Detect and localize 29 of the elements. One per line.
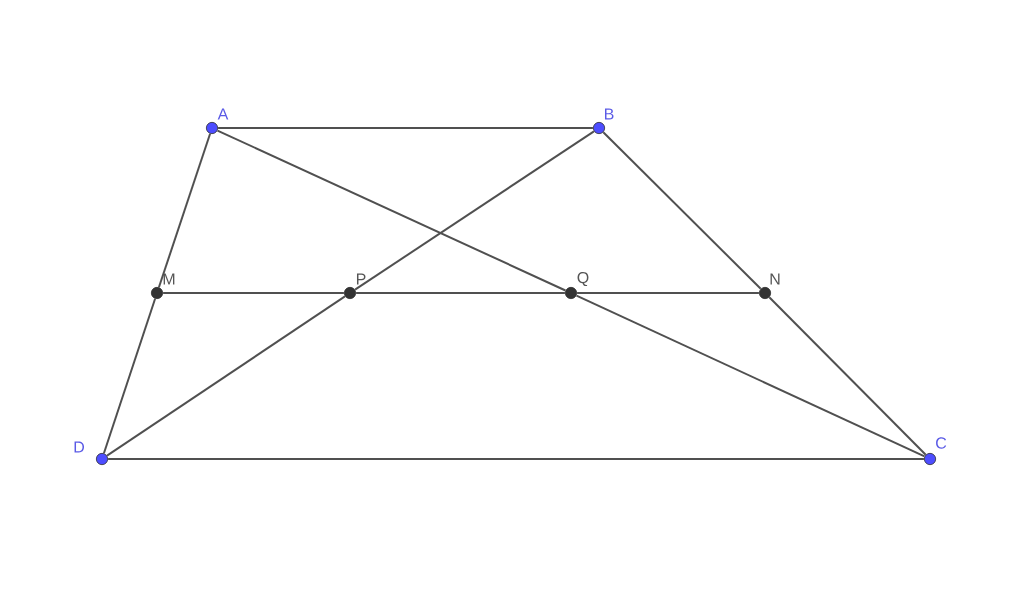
point bbox=[564, 286, 578, 300]
point bbox=[592, 121, 606, 135]
line-segment bbox=[575, 294, 926, 458]
line-segment bbox=[355, 292, 566, 294]
line-segment bbox=[157, 132, 212, 289]
line-segment bbox=[106, 295, 346, 457]
point-label: P bbox=[357, 273, 366, 285]
point bbox=[95, 452, 109, 466]
line-segment bbox=[162, 292, 345, 294]
point-label: A bbox=[217, 108, 229, 120]
line-segment bbox=[102, 297, 157, 455]
point bbox=[923, 452, 937, 466]
line-segment bbox=[576, 292, 760, 294]
point bbox=[150, 286, 164, 300]
point-label: Q bbox=[577, 271, 589, 287]
line-segment bbox=[216, 129, 567, 292]
line-segment bbox=[217, 127, 594, 129]
point-label: C bbox=[936, 437, 947, 449]
line-segment bbox=[768, 296, 927, 456]
point-label: N bbox=[770, 273, 780, 285]
line-segment bbox=[107, 458, 925, 460]
line-segment bbox=[602, 131, 762, 290]
point bbox=[343, 286, 357, 300]
point-label: B bbox=[605, 108, 614, 120]
point-label: M bbox=[163, 273, 175, 285]
point-label: D bbox=[74, 441, 84, 453]
point bbox=[758, 286, 772, 300]
point bbox=[205, 121, 219, 135]
line-segment bbox=[354, 130, 595, 291]
